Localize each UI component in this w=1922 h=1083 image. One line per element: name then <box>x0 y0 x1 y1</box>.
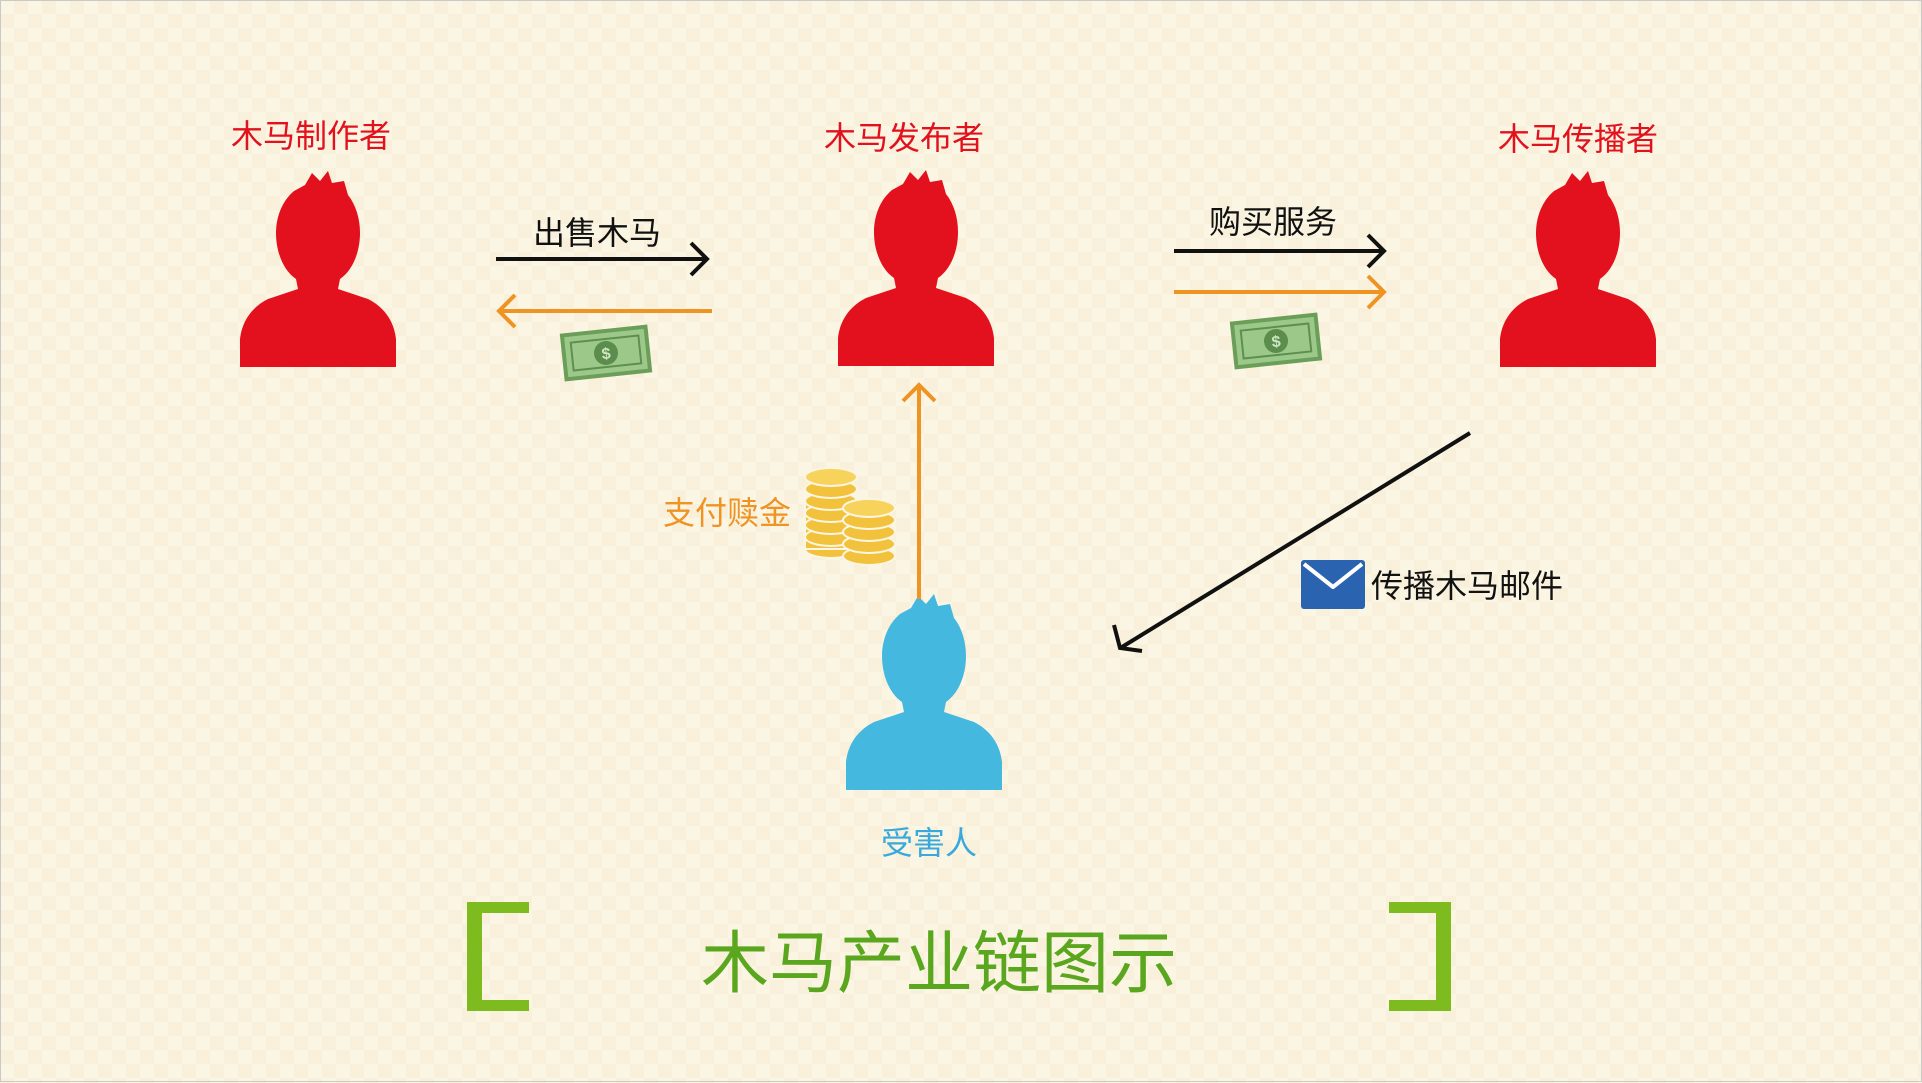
edge-label-pay-ransom: 支付赎金 <box>663 494 792 532</box>
publisher-person-icon <box>838 170 994 366</box>
title-left-bracket <box>467 902 529 1011</box>
dollar-bill-icon <box>1228 311 1324 371</box>
dollar-bill-icon <box>558 323 654 383</box>
node-label-spreader: 木马传播者 <box>1498 120 1659 158</box>
node-label-victim: 受害人 <box>881 824 978 862</box>
payment-to-spreader-arrow <box>1174 274 1387 310</box>
coin-stack-icon <box>804 467 896 566</box>
pay-ransom-arrow <box>901 382 937 599</box>
payment-to-maker-arrow <box>496 293 712 329</box>
edge-label-sell-trojan: 出售木马 <box>533 214 662 252</box>
edge-label-buy-service: 购买服务 <box>1209 203 1338 241</box>
buy-service-arrow <box>1174 233 1387 269</box>
spreader-person-icon <box>1500 171 1656 367</box>
spread-mail-arrow <box>1112 431 1472 653</box>
maker-person-icon <box>240 171 396 367</box>
title-right-bracket <box>1389 902 1451 1011</box>
page-title: 木马产业链图示 <box>701 925 1178 1004</box>
node-label-maker: 木马制作者 <box>231 117 392 155</box>
victim-person-icon <box>846 594 1002 790</box>
edge-label-spread-mail: 传播木马邮件 <box>1371 567 1564 605</box>
node-label-publisher: 木马发布者 <box>824 119 985 157</box>
sell-trojan-arrow <box>496 241 710 277</box>
envelope-icon <box>1301 560 1365 609</box>
